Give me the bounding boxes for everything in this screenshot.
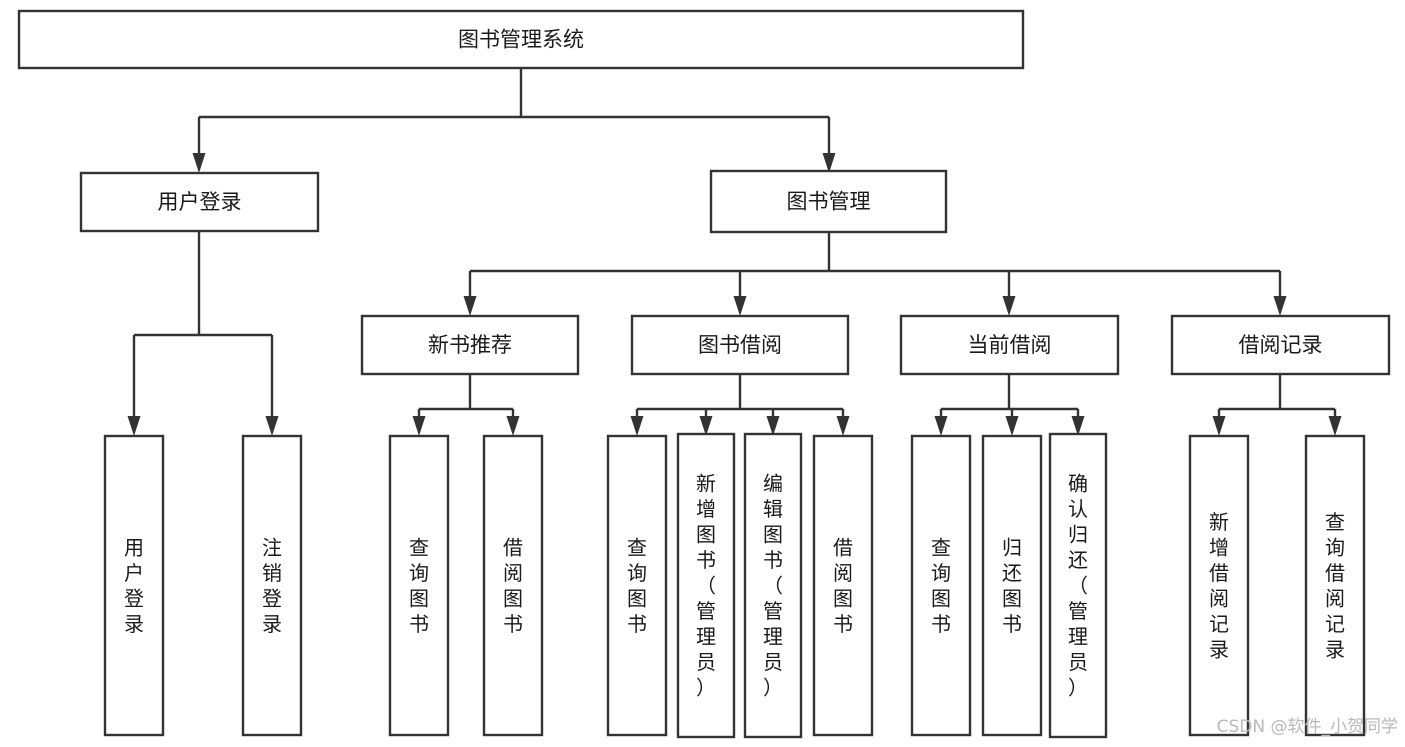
- node-box-leaf-query-book-1[interactable]: [388, 434, 450, 737]
- node-leaf-user-logout[interactable]: 注销登录: [241, 434, 303, 737]
- node-label-current-borrow: 当前借阅: [968, 333, 1052, 357]
- node-label-leaf-query-book-3: 查询图书: [931, 535, 951, 636]
- csdn-watermark: CSDN @软件_小贺同学: [1217, 717, 1398, 737]
- node-label-leaf-add-borrow-record: 新增借阅记录: [1209, 510, 1229, 662]
- node-label-leaf-edit-book-admin: 编辑图书（管理员）: [763, 472, 783, 700]
- node-box-borrow-record[interactable]: [1170, 314, 1391, 376]
- node-leaf-query-borrow-record[interactable]: 查询借阅记录: [1304, 434, 1366, 737]
- node-box-leaf-add-book-admin[interactable]: [676, 432, 736, 739]
- node-leaf-user-login[interactable]: 用户登录: [103, 434, 165, 737]
- node-box-leaf-borrow-book-2[interactable]: [812, 434, 874, 737]
- node-borrow-record[interactable]: 借阅记录: [1170, 314, 1391, 376]
- node-book-manage[interactable]: 图书管理: [709, 169, 948, 234]
- node-label-book-manage: 图书管理: [787, 190, 871, 214]
- node-box-leaf-return-book[interactable]: [981, 434, 1043, 737]
- node-label-book-borrow: 图书借阅: [698, 333, 782, 357]
- node-leaf-borrow-book-2[interactable]: 借阅图书: [812, 434, 874, 737]
- node-user-login[interactable]: 用户登录: [79, 171, 320, 233]
- nodes-layer: 图书管理系统用户登录图书管理新书推荐图书借阅当前借阅借阅记录用户登录注销登录查询…: [17, 9, 1391, 739]
- node-box-leaf-edit-book-admin[interactable]: [743, 432, 803, 739]
- node-leaf-query-book-3[interactable]: 查询图书: [910, 434, 972, 737]
- node-label-leaf-user-login: 用户登录: [124, 535, 144, 636]
- connector-recommend-to-leaves: [412, 374, 520, 436]
- node-label-leaf-add-book-admin: 新增图书（管理员）: [696, 472, 716, 700]
- node-box-leaf-query-borrow-record[interactable]: [1304, 434, 1366, 737]
- node-label-leaf-borrow-book-1: 借阅图书: [503, 535, 523, 636]
- node-box-user-login[interactable]: [79, 171, 320, 233]
- node-leaf-add-borrow-record[interactable]: 新增借阅记录: [1188, 434, 1250, 737]
- node-leaf-return-book[interactable]: 归还图书: [981, 434, 1043, 737]
- node-box-book-manage[interactable]: [709, 169, 948, 234]
- node-box-leaf-confirm-return-admin[interactable]: [1048, 432, 1108, 739]
- node-leaf-add-book-admin[interactable]: 新增图书（管理员）: [676, 432, 736, 739]
- node-label-user-login: 用户登录: [158, 190, 242, 214]
- node-label-leaf-confirm-return-admin: 确认归还（管理员）: [1068, 472, 1088, 700]
- node-box-root[interactable]: [17, 9, 1025, 70]
- node-box-leaf-query-book-3[interactable]: [910, 434, 972, 737]
- node-root[interactable]: 图书管理系统: [17, 9, 1025, 70]
- node-label-root: 图书管理系统: [458, 28, 584, 52]
- node-box-leaf-user-logout[interactable]: [241, 434, 303, 737]
- node-leaf-query-book-2[interactable]: 查询图书: [606, 434, 668, 737]
- node-label-leaf-query-book-1: 查询图书: [409, 535, 429, 636]
- connector-root-to-level2: [192, 68, 836, 173]
- node-current-borrow[interactable]: 当前借阅: [899, 314, 1120, 376]
- connector-bookmanage-to-level3: [463, 232, 1287, 316]
- node-leaf-edit-book-admin[interactable]: 编辑图书（管理员）: [743, 432, 803, 739]
- node-box-current-borrow[interactable]: [899, 314, 1120, 376]
- connector-borrow-to-leaves: [630, 374, 850, 436]
- node-leaf-confirm-return-admin[interactable]: 确认归还（管理员）: [1048, 432, 1108, 739]
- connector-record-to-leaves: [1212, 374, 1342, 436]
- node-box-leaf-add-borrow-record[interactable]: [1188, 434, 1250, 737]
- node-box-book-borrow[interactable]: [630, 314, 850, 376]
- node-box-leaf-user-login[interactable]: [103, 434, 165, 737]
- connectors-layer: [127, 68, 1342, 436]
- node-book-borrow[interactable]: 图书借阅: [630, 314, 850, 376]
- connector-current-to-leaves: [934, 374, 1085, 436]
- node-label-leaf-query-book-2: 查询图书: [627, 535, 647, 636]
- node-label-leaf-borrow-book-2: 借阅图书: [833, 535, 853, 636]
- node-box-leaf-query-book-2[interactable]: [606, 434, 668, 737]
- node-label-new-book-recommend: 新书推荐: [428, 333, 512, 357]
- node-label-leaf-return-book: 归还图书: [1002, 535, 1022, 636]
- node-label-borrow-record: 借阅记录: [1239, 333, 1323, 357]
- node-box-leaf-borrow-book-1[interactable]: [482, 434, 544, 737]
- node-label-leaf-query-borrow-record: 查询借阅记录: [1325, 510, 1345, 662]
- node-new-book-recommend[interactable]: 新书推荐: [360, 314, 580, 376]
- node-leaf-borrow-book-1[interactable]: 借阅图书: [482, 434, 544, 737]
- connector-userlogin-to-leaves: [127, 231, 279, 436]
- node-label-leaf-user-logout: 注销登录: [262, 535, 282, 636]
- node-leaf-query-book-1[interactable]: 查询图书: [388, 434, 450, 737]
- node-box-new-book-recommend[interactable]: [360, 314, 580, 376]
